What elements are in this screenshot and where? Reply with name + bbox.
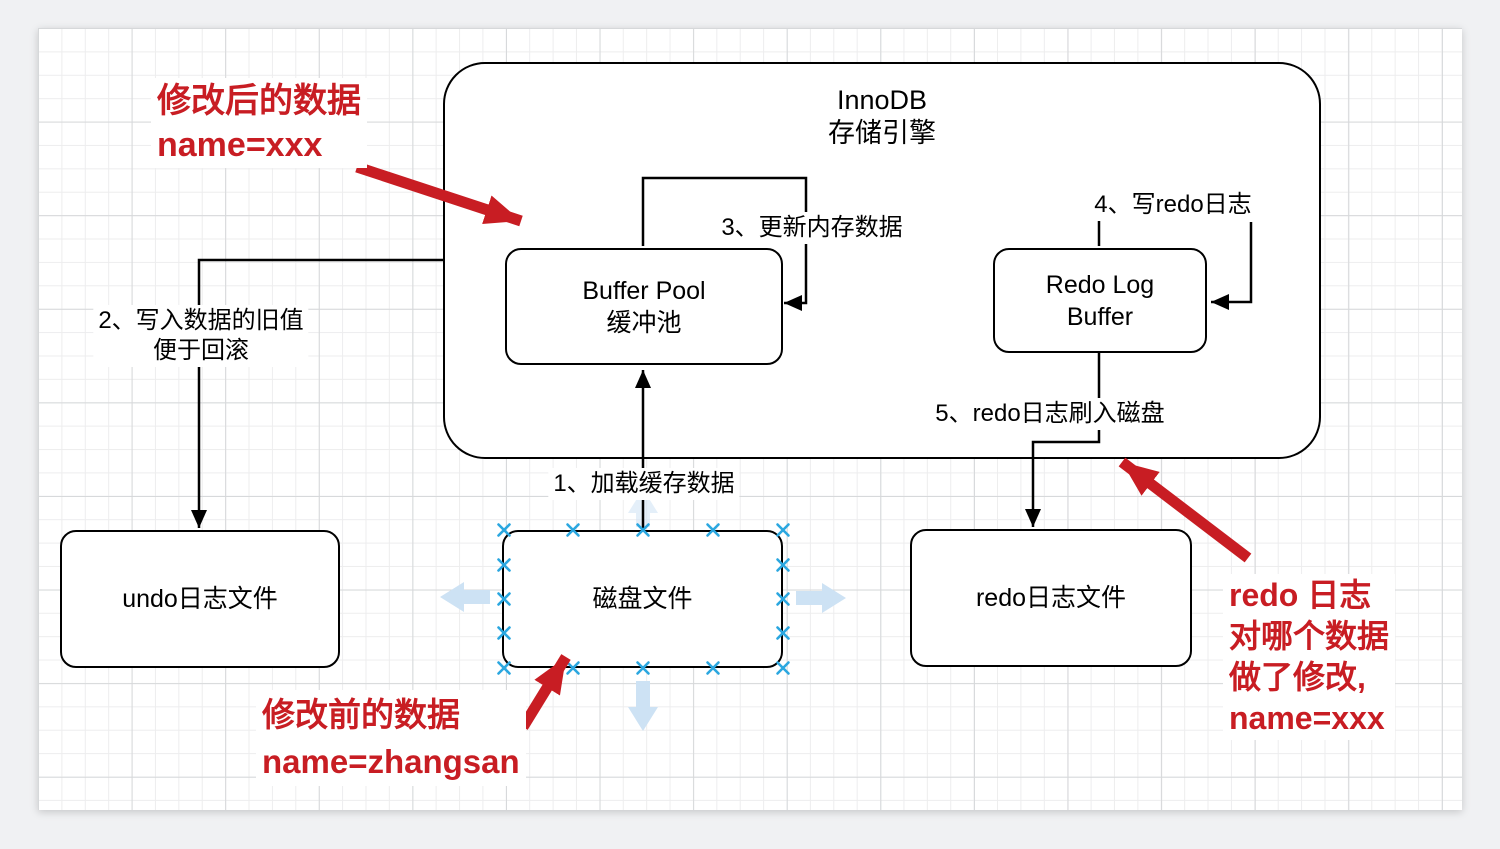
- selection-handle-x-icon[interactable]: [776, 661, 790, 675]
- node-disk-file-selected[interactable]: 磁盘文件: [502, 530, 783, 668]
- red-arrow-modified-before[interactable]: [518, 654, 571, 730]
- annotation-redo-note-line3: 做了修改,: [1229, 659, 1366, 695]
- annotation-modified-before[interactable]: 修改前的数据 name=zhangsan: [256, 690, 526, 786]
- selection-handle-x-icon[interactable]: [776, 626, 790, 640]
- label-step2-line1: 2、写入数据的旧值: [98, 307, 304, 334]
- selection-handle-x-icon[interactable]: [706, 523, 720, 537]
- edge-update-memory-loop[interactable]: [641, 176, 808, 311]
- innodb-title-line1: InnoDB: [836, 85, 928, 115]
- direction-arrow-down-icon[interactable]: [628, 681, 658, 731]
- selection-handle-x-icon[interactable]: [636, 523, 650, 537]
- selection-handle-x-icon[interactable]: [566, 661, 580, 675]
- annotation-modified-after-line1: 修改后的数据: [157, 82, 361, 120]
- selection-handle-x-icon[interactable]: [776, 558, 790, 572]
- redo-log-buffer-label-line1: Redo Log: [1045, 270, 1155, 299]
- redo-log-buffer-label-line2: Buffer: [1066, 302, 1134, 331]
- annotation-redo-note-line2: 对哪个数据: [1229, 618, 1390, 654]
- innodb-title: InnoDB 存储引擎: [443, 84, 1321, 150]
- node-redo-log-buffer[interactable]: Redo Log Buffer: [993, 248, 1207, 353]
- selection-handle-x-icon[interactable]: [497, 626, 511, 640]
- label-step5: 5、redo日志刷入磁盘: [930, 398, 1170, 430]
- red-arrow-redo-note[interactable]: [1118, 457, 1252, 563]
- label-step4: 4、写redo日志: [1089, 189, 1257, 221]
- annotation-modified-after-line2: name=xxx: [157, 126, 323, 164]
- label-step1: 1、加载缓存数据: [548, 468, 740, 500]
- selection-handle-x-icon[interactable]: [497, 558, 511, 572]
- undo-log-file-label: undo日志文件: [122, 585, 278, 613]
- red-arrow-modified-after[interactable]: [355, 161, 523, 227]
- annotation-redo-note-line4: name=xxx: [1229, 700, 1385, 736]
- annotation-modified-before-line2: name=zhangsan: [262, 743, 520, 780]
- label-step2: 2、写入数据的旧值 便于回滚: [93, 305, 309, 367]
- selection-handle-x-icon[interactable]: [566, 523, 580, 537]
- disk-file-label: 磁盘文件: [592, 585, 693, 613]
- selection-handle-x-icon[interactable]: [776, 523, 790, 537]
- annotation-modified-before-line1: 修改前的数据: [262, 696, 460, 733]
- selection-handle-x-icon[interactable]: [636, 661, 650, 675]
- buffer-pool-label-line1: Buffer Pool: [582, 276, 706, 305]
- selection-handle-x-icon[interactable]: [706, 661, 720, 675]
- buffer-pool-label-line2: 缓冲池: [606, 308, 682, 337]
- disk-file-selection-handles[interactable]: [497, 523, 790, 675]
- node-redo-log-file[interactable]: redo日志文件: [910, 529, 1192, 667]
- direction-arrow-right-icon[interactable]: [796, 583, 846, 613]
- node-buffer-pool[interactable]: Buffer Pool 缓冲池: [505, 248, 783, 365]
- label-step2-line2: 便于回滚: [152, 337, 249, 364]
- edge-write-redo-log[interactable]: [1211, 222, 1253, 310]
- selection-handle-x-icon[interactable]: [497, 592, 511, 606]
- edge-write-old-value-undo[interactable]: [191, 258, 443, 528]
- edge-redo-flush-to-disk[interactable]: [1025, 353, 1101, 527]
- annotation-modified-after[interactable]: 修改后的数据 name=xxx: [151, 78, 367, 168]
- direction-arrow-left-icon[interactable]: [440, 582, 490, 612]
- label-step3: 3、更新内存数据: [716, 212, 908, 244]
- selection-handle-x-icon[interactable]: [776, 592, 790, 606]
- annotation-redo-note-line1: redo 日志: [1229, 577, 1372, 613]
- redo-log-file-label: redo日志文件: [975, 584, 1127, 612]
- selection-handle-x-icon[interactable]: [497, 661, 511, 675]
- selection-handle-x-icon[interactable]: [497, 523, 511, 537]
- innodb-title-line2: 存储引擎: [828, 118, 936, 148]
- node-undo-log-file[interactable]: undo日志文件: [60, 530, 340, 668]
- annotation-redo-note[interactable]: redo 日志 对哪个数据 做了修改, name=xxx: [1223, 574, 1396, 740]
